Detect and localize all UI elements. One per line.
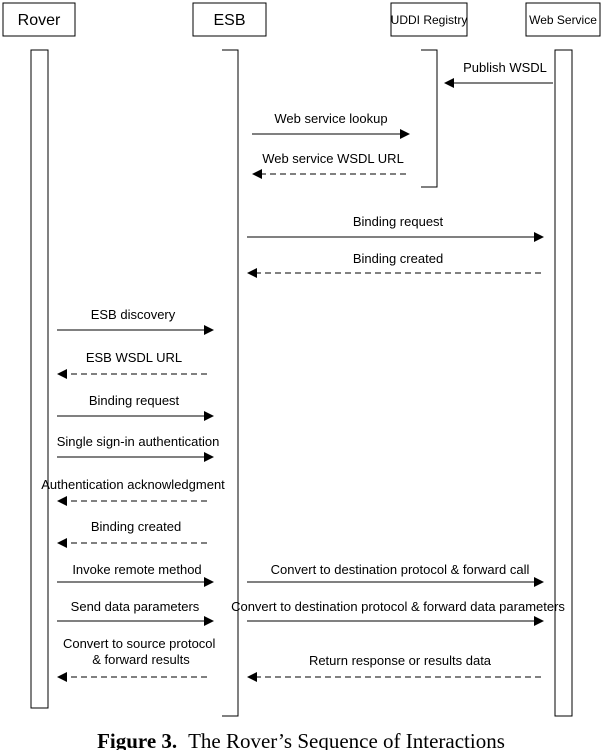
message-forward-call-label: Convert to destination protocol & forwar… xyxy=(271,562,530,577)
participant-uddi-label: UDDI Registry xyxy=(391,13,468,27)
message-forward-results-label: Convert to source protocol & forward res… xyxy=(63,636,219,667)
message-esb-wsdl-url: ESB WSDL URL xyxy=(57,350,207,379)
message-forward-call: Convert to destination protocol & forwar… xyxy=(247,562,544,587)
message-forward-data-parameters: Convert to destination protocol & forwar… xyxy=(231,599,565,626)
message-publish-wsdl-label: Publish WSDL xyxy=(463,60,547,75)
activation-uddi xyxy=(421,49,438,188)
message-send-data-parameters: Send data parameters xyxy=(57,599,214,626)
message-esb-discovery: ESB discovery xyxy=(57,307,214,335)
message-esb-binding-created-label: Binding created xyxy=(353,251,443,266)
message-web-service-wsdl-url: Web service WSDL URL xyxy=(252,151,406,179)
participant-esb: ESB xyxy=(192,2,267,37)
message-forward-data-parameters-label: Convert to destination protocol & forwar… xyxy=(231,599,565,614)
message-rover-binding-request: Binding request xyxy=(57,393,214,421)
message-web-service-lookup: Web service lookup xyxy=(252,111,410,139)
message-esb-discovery-label: ESB discovery xyxy=(91,307,176,322)
figure-caption-number: Figure 3. xyxy=(97,729,177,750)
participant-uddi: UDDI Registry xyxy=(390,2,468,37)
activation-rover xyxy=(30,49,49,709)
message-rover-binding-created: Binding created xyxy=(57,519,207,548)
message-esb-binding-request-label: Binding request xyxy=(353,214,444,229)
figure-caption-text: The Rover’s Sequence of Interactions xyxy=(188,729,505,750)
participant-rover: Rover xyxy=(2,2,76,37)
activation-esb xyxy=(222,49,239,717)
activation-ws xyxy=(554,49,573,717)
message-invoke-remote-method: Invoke remote method xyxy=(57,562,214,587)
message-auth-ack-label: Authentication acknowledgment xyxy=(41,477,225,492)
message-rover-binding-created-label: Binding created xyxy=(91,519,181,534)
message-esb-wsdl-url-label: ESB WSDL URL xyxy=(86,350,182,365)
message-invoke-remote-method-label: Invoke remote method xyxy=(72,562,201,577)
message-forward-results: Convert to source protocol & forward res… xyxy=(57,636,219,682)
message-esb-binding-request: Binding request xyxy=(247,214,544,242)
message-single-sign-in-label: Single sign-in authentication xyxy=(57,434,220,449)
message-send-data-parameters-label: Send data parameters xyxy=(71,599,200,614)
message-publish-wsdl: Publish WSDL xyxy=(444,60,553,88)
message-single-sign-in: Single sign-in authentication xyxy=(57,434,220,462)
participant-ws: Web Service xyxy=(525,2,601,37)
figure-caption: Figure 3. The Rover’s Sequence of Intera… xyxy=(97,729,505,750)
message-return-response-label: Return response or results data xyxy=(309,653,492,668)
participant-ws-label: Web Service xyxy=(529,13,597,27)
participant-esb-label: ESB xyxy=(213,12,245,29)
message-rover-binding-request-label: Binding request xyxy=(89,393,180,408)
message-return-response: Return response or results data xyxy=(247,653,541,682)
message-auth-ack: Authentication acknowledgment xyxy=(41,477,225,506)
message-web-service-lookup-label: Web service lookup xyxy=(274,111,387,126)
participant-rover-label: Rover xyxy=(18,12,61,29)
message-web-service-wsdl-url-label: Web service WSDL URL xyxy=(262,151,404,166)
message-esb-binding-created: Binding created xyxy=(247,251,541,278)
